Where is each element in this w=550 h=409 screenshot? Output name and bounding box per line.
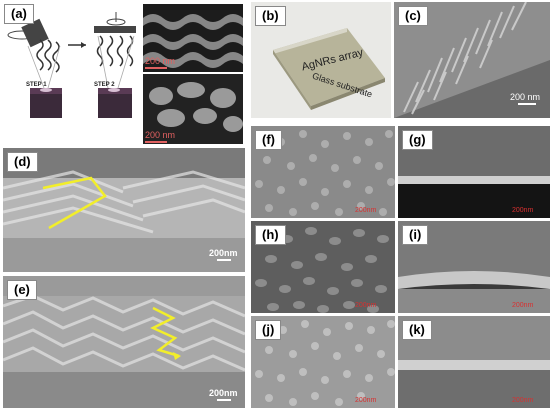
panel-h: (h) 200nm (251, 221, 395, 313)
panel-i-scale: 200nm (512, 302, 534, 309)
panel-j-label: (j) (255, 320, 282, 340)
panel-d-highlight-curve (42, 176, 107, 230)
step1-label: STEP 1 (26, 82, 47, 88)
panel-a-sem-top: 200 nm (143, 4, 243, 72)
panel-d-scale: 200nm (209, 248, 238, 261)
panel-a: (a) STEP 1 STEP 2 200 nm (0, 0, 246, 147)
panel-a-scale-top: 200 nm (145, 56, 175, 69)
panel-c-label: (c) (398, 6, 428, 26)
panel-a-label: (a) (4, 4, 34, 24)
panel-j: (j) 200nm (251, 316, 395, 408)
panel-h-scale: 200nm (355, 302, 377, 309)
panel-c-scale: 200 nm (510, 92, 540, 105)
panel-a-scale-bottom: 200 nm (145, 130, 175, 143)
panel-f: (f) 200nm (251, 126, 395, 218)
panel-i: (i) 200nm (398, 221, 550, 313)
panel-g-scale: 200nm (512, 207, 534, 214)
panel-j-scale: 200nm (355, 397, 377, 404)
panel-k: (k) 200nm (398, 316, 550, 408)
step2-label: STEP 2 (94, 82, 115, 88)
panel-b: (b) AgNRs array Glass substrate (251, 2, 391, 118)
panel-a-sem-bottom: 200 nm (143, 74, 243, 144)
panel-f-label: (f) (255, 130, 282, 150)
panel-d-label: (d) (7, 152, 38, 172)
panel-e: (e) 200nm (3, 276, 245, 408)
panel-g-label: (g) (402, 130, 433, 150)
panel-k-label: (k) (402, 320, 432, 340)
panel-e-scale: 200nm (209, 388, 238, 401)
panel-h-label: (h) (255, 225, 286, 245)
panel-b-label: (b) (255, 6, 286, 26)
deposition-schematic (7, 12, 136, 118)
panel-f-scale: 200nm (355, 207, 377, 214)
panel-i-label: (i) (402, 225, 429, 245)
panel-d: (d) 200nm (3, 148, 245, 272)
panel-e-label: (e) (7, 280, 37, 300)
panel-c: (c) 200 nm (394, 2, 550, 118)
panel-g: (g) 200nm (398, 126, 550, 218)
panel-k-scale: 200nm (512, 397, 534, 404)
panel-e-highlight-curve (150, 306, 180, 358)
